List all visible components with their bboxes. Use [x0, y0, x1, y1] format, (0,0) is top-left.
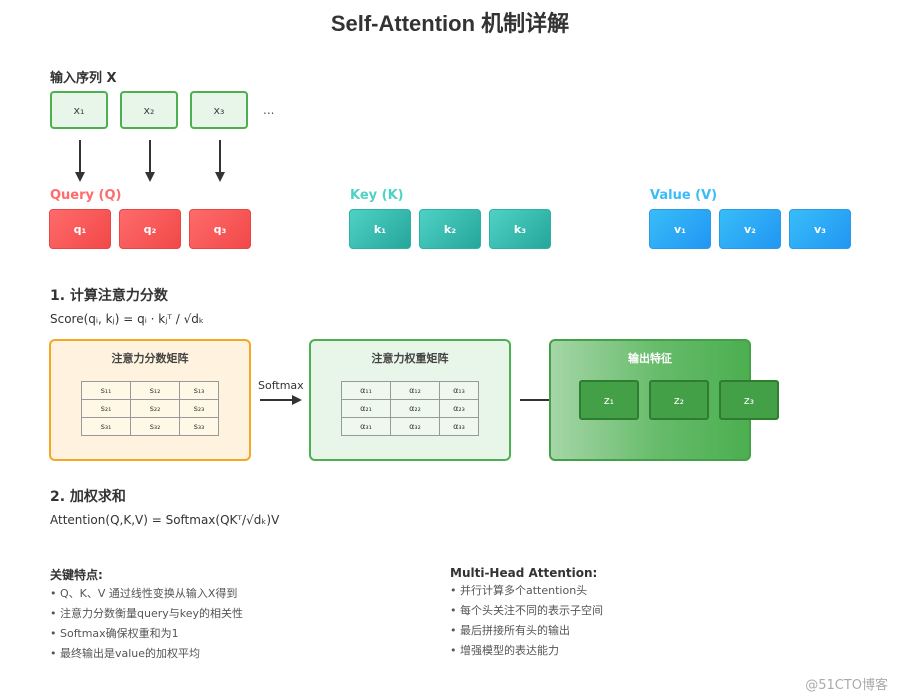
key-box-k3: k₃ [489, 209, 551, 249]
score-matrix-row: s₁₁ s₁₂ s₁₃ [81, 381, 219, 400]
weight-cell: α₃₃ [439, 417, 479, 436]
score-cell: s₃₃ [179, 417, 219, 436]
output-feature-panel-title: 输出特征 [628, 352, 672, 365]
weight-cell: α₁₁ [341, 381, 391, 400]
key-features-title: 关键特点: [50, 568, 103, 582]
input-token-x1: x₁ [50, 91, 108, 129]
value-box-v3: v₃ [789, 209, 851, 249]
step1-title: 1. 计算注意力分数 [50, 288, 168, 304]
key-features-item: • Q、K、V 通过线性变换从输入X得到 [50, 587, 238, 600]
query-box-q1: q₁ [49, 209, 111, 249]
value-box-v1: v₁ [649, 209, 711, 249]
score-formula: Score(qᵢ, kⱼ) = qᵢ · kⱼᵀ / √dₖ [50, 312, 205, 326]
score-cell: s₂₁ [81, 399, 131, 418]
attention-score-panel: 注意力分数矩阵 s₁₁ s₁₂ s₁₃ s₂₁ s₂₂ s₂₃ s₃₁ s₃₂ … [49, 339, 251, 461]
multihead-item: • 最后拼接所有头的输出 [450, 624, 570, 637]
key-box-k1: k₁ [349, 209, 411, 249]
query-box-q3: q₃ [189, 209, 251, 249]
weight-cell: α₁₂ [390, 381, 440, 400]
key-box-k2: k₂ [419, 209, 481, 249]
score-cell: s₁₁ [81, 381, 131, 400]
weight-cell: α₃₂ [390, 417, 440, 436]
multihead-item: • 每个头关注不同的表示子空间 [450, 604, 603, 617]
multihead-item: • 并行计算多个attention头 [450, 584, 588, 597]
value-box-v2: v₂ [719, 209, 781, 249]
weight-matrix: α₁₁ α₁₂ α₁₃ α₂₁ α₂₂ α₂₃ α₃₁ α₃₂ α₃₃ [341, 381, 479, 436]
score-matrix-row: s₃₁ s₃₂ s₃₃ [81, 417, 219, 436]
score-cell: s₃₁ [81, 417, 131, 436]
watermark: @51CTO博客 [805, 678, 888, 693]
score-matrix-row: s₂₁ s₂₂ s₂₃ [81, 399, 219, 418]
weight-cell: α₂₂ [390, 399, 440, 418]
query-box-q2: q₂ [119, 209, 181, 249]
score-cell: s₃₂ [130, 417, 180, 436]
weight-cell: α₂₃ [439, 399, 479, 418]
query-label: Query (Q) [50, 188, 122, 203]
attention-score-panel-title: 注意力分数矩阵 [111, 352, 189, 365]
output-box-z3: z₃ [719, 380, 779, 420]
weight-cell: α₃₁ [341, 417, 391, 436]
input-ellipsis: ... [263, 103, 275, 117]
key-features-item: • 注意力分数衡量query与key的相关性 [50, 607, 243, 620]
input-token-x2: x₂ [120, 91, 178, 129]
softmax-label: Softmax [258, 379, 304, 392]
attention-weight-panel: 注意力权重矩阵 α₁₁ α₁₂ α₁₃ α₂₁ α₂₂ α₂₃ α₃₁ α₃₂ … [309, 339, 511, 461]
output-box-z1: z₁ [579, 380, 639, 420]
weight-matrix-row: α₂₁ α₂₂ α₂₃ [341, 399, 479, 418]
score-matrix: s₁₁ s₁₂ s₁₃ s₂₁ s₂₂ s₂₃ s₃₁ s₃₂ s₃₃ [81, 381, 219, 436]
score-cell: s₁₃ [179, 381, 219, 400]
weight-cell: α₂₁ [341, 399, 391, 418]
output-box-z2: z₂ [649, 380, 709, 420]
input-sequence-label: 输入序列 X [50, 71, 117, 86]
page-title: Self-Attention 机制详解 [330, 11, 570, 36]
score-cell: s₁₂ [130, 381, 180, 400]
attention-formula: Attention(Q,K,V) = Softmax(QKᵀ/√dₖ)V [50, 513, 280, 527]
key-features-section: 关键特点: • Q、K、V 通过线性变换从输入X得到 • 注意力分数衡量quer… [50, 566, 390, 664]
step2-title: 2. 加权求和 [50, 489, 126, 505]
score-cell: s₂₃ [179, 399, 219, 418]
weight-cell: α₁₃ [439, 381, 479, 400]
value-label: Value (V) [650, 188, 718, 203]
weight-matrix-row: α₁₁ α₁₂ α₁₃ [341, 381, 479, 400]
key-label: Key (K) [350, 188, 404, 203]
key-features-item: • Softmax确保权重和为1 [50, 627, 179, 640]
multihead-title: Multi-Head Attention: [450, 566, 598, 580]
multihead-item: • 增强模型的表达能力 [450, 644, 559, 657]
score-cell: s₂₂ [130, 399, 180, 418]
weight-matrix-row: α₃₁ α₃₂ α₃₃ [341, 417, 479, 436]
attention-weight-panel-title: 注意力权重矩阵 [371, 352, 449, 365]
input-token-x3: x₃ [190, 91, 248, 129]
key-features-item: • 最终输出是value的加权平均 [50, 647, 201, 660]
multihead-section: Multi-Head Attention: • 并行计算多个attention头… [450, 566, 790, 661]
